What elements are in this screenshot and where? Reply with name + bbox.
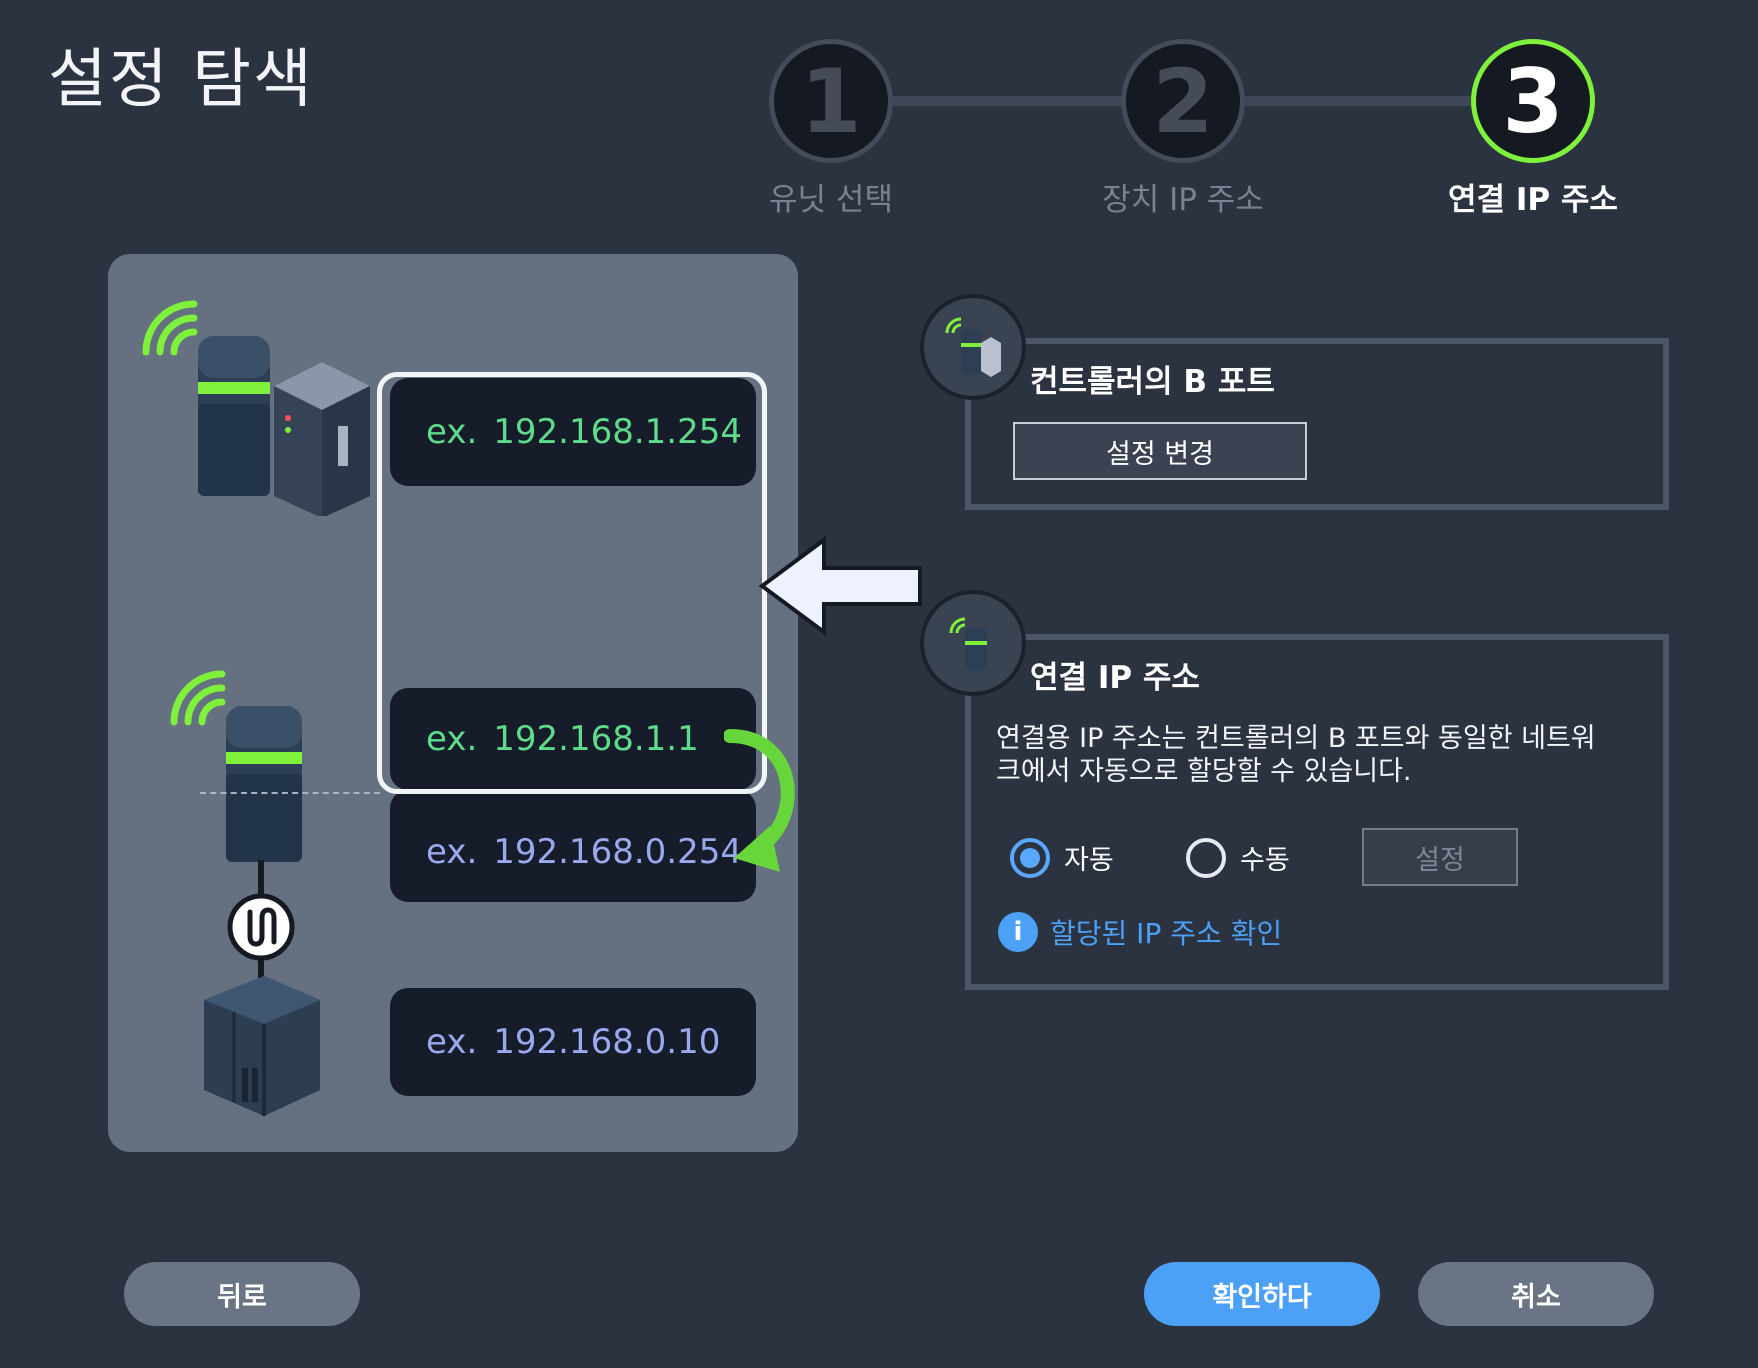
ip-prefix: ex. xyxy=(426,412,478,452)
step-connector xyxy=(1245,96,1473,106)
curved-arrow-icon xyxy=(724,729,795,872)
description-line: 크에서 자동으로 할당할 수 있습니다. xyxy=(996,756,1412,787)
ip-prefix: ex. xyxy=(426,719,478,759)
step-1-number: 1 xyxy=(800,49,862,153)
step-3-circle: 3 xyxy=(1471,39,1595,163)
step-2-label: 장치 IP 주소 xyxy=(1102,182,1264,218)
cancel-button[interactable]: 취소 xyxy=(1418,1262,1654,1326)
info-icon: i xyxy=(998,912,1038,952)
ip-example-connection: ex. 192.168.1.1 xyxy=(390,688,756,790)
ip-value: 192.168.1.1 xyxy=(493,719,699,759)
manual-set-button[interactable]: 설정 xyxy=(1362,828,1518,886)
ip-prefix: ex. xyxy=(426,1022,478,1062)
connector-icon xyxy=(227,893,295,961)
controller-device-icon xyxy=(142,300,370,516)
left-arrow-icon xyxy=(758,536,922,636)
ip-value: 192.168.1.254 xyxy=(493,412,742,452)
ip-example-hub: ex. 192.168.0.254 xyxy=(390,790,756,902)
back-button[interactable]: 뒤로 xyxy=(124,1262,360,1326)
hub-device-icon xyxy=(949,617,987,671)
connection-card-title: 연결 IP 주소 xyxy=(1030,660,1200,696)
step-1-label: 유닛 선택 xyxy=(769,182,893,218)
ip-example-controller: ex. 192.168.1.254 xyxy=(390,378,756,486)
assigned-ip-link[interactable]: 할당된 IP 주소 확인 xyxy=(1050,917,1283,950)
ip-value: 192.168.0.254 xyxy=(493,832,742,872)
ip-prefix: ex. xyxy=(426,832,478,872)
connection-ip-card xyxy=(965,634,1669,990)
step-2-number: 2 xyxy=(1152,49,1214,153)
ip-value: 192.168.0.10 xyxy=(493,1022,721,1062)
page-title: 설정 탐색 xyxy=(48,43,314,117)
plc-device-icon xyxy=(204,976,320,1116)
ip-example-plc: ex. 192.168.0.10 xyxy=(390,988,756,1096)
highlight-frame xyxy=(377,372,767,794)
radio-auto[interactable] xyxy=(1010,838,1050,878)
change-settings-button[interactable]: 설정 변경 xyxy=(1013,422,1307,480)
confirm-button[interactable]: 확인하다 xyxy=(1144,1262,1380,1326)
step-3-number: 3 xyxy=(1502,49,1564,153)
step-connector xyxy=(893,96,1123,106)
connection-description: 연결용 IP 주소는 컨트롤러의 B 포트와 동일한 네트워 크에서 자동으로 … xyxy=(996,722,1656,788)
step-3-label: 연결 IP 주소 xyxy=(1448,182,1618,218)
hub-badge xyxy=(920,590,1026,696)
step-2-circle: 2 xyxy=(1121,39,1245,163)
step-1-circle: 1 xyxy=(769,39,893,163)
description-line: 연결용 IP 주소는 컨트롤러의 B 포트와 동일한 네트워 xyxy=(996,723,1596,754)
radio-auto-label[interactable]: 자동 xyxy=(1064,845,1114,876)
radio-manual[interactable] xyxy=(1186,838,1226,878)
controller-device-icon xyxy=(945,317,1001,377)
controller-card-title: 컨트롤러의 B 포트 xyxy=(1030,364,1275,400)
hub-device-icon xyxy=(170,670,302,862)
controller-badge xyxy=(920,294,1026,400)
network-divider xyxy=(200,792,380,794)
radio-manual-label[interactable]: 수동 xyxy=(1240,845,1290,876)
